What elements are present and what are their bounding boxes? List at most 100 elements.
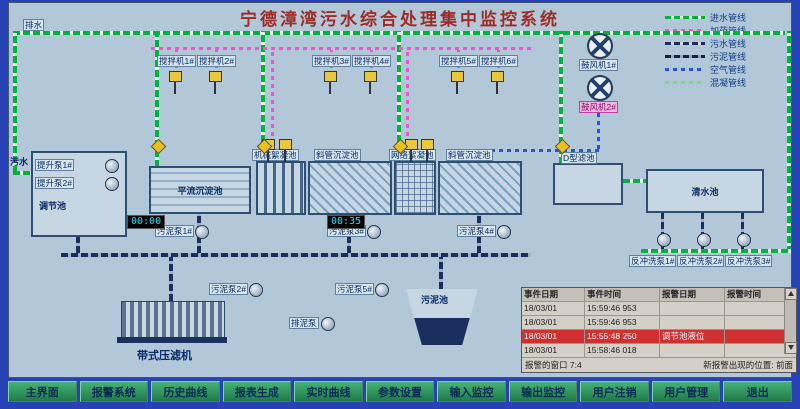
pump-icon[interactable] — [657, 233, 671, 247]
alarm-cell: 15:59:46 953 — [585, 316, 660, 329]
pump-icon[interactable] — [497, 225, 511, 239]
blower-fan-icon[interactable] — [587, 75, 613, 101]
pipe-air-drop — [597, 103, 600, 149]
pump-icon[interactable] — [195, 225, 209, 239]
pump-icon[interactable] — [737, 233, 751, 247]
alarm-row[interactable]: 18/03/01 15:59:46 953 — [522, 316, 796, 330]
belt-press-base — [117, 337, 227, 343]
air-line-icon — [665, 68, 705, 71]
tank-xieguan2 — [438, 161, 522, 215]
mixer-icon[interactable] — [421, 139, 434, 162]
blower-label: 鼓风机2# — [579, 101, 618, 113]
toolbar-button-report[interactable]: 报表生成 — [222, 381, 292, 402]
toolbar-button-user-mgmt[interactable]: 用户管理 — [651, 381, 721, 402]
mixer-label: 搅拌机2# — [197, 55, 236, 67]
alarm-footer: 报警的窗口 7:4 新报警出现的位置: 前面 — [522, 358, 796, 372]
tank-label: 清水池 — [691, 186, 719, 197]
pump-icon[interactable] — [105, 177, 119, 191]
pipe-dosing-drop-long — [271, 50, 274, 136]
pump-icon[interactable] — [105, 159, 119, 173]
inflow-line-icon — [665, 16, 705, 19]
mixer-icon[interactable] — [279, 139, 292, 162]
toolbar-button-logout[interactable]: 用户注销 — [580, 381, 649, 402]
mixer-label: 搅拌机4# — [352, 55, 391, 67]
pipeline-legend: 进水管线 加药管线 污水管线 污泥管线 空气管线 混凝管线 — [665, 11, 775, 89]
alarm-row[interactable]: 18/03/01 15:58:46 018 — [522, 344, 796, 358]
pump-label: 反冲洗泵1# — [629, 255, 677, 267]
alarm-cell: 18/03/01 — [522, 344, 585, 357]
toolbar-button-exit[interactable]: 退出 — [723, 381, 793, 402]
alarm-col-header: 事件日期 — [522, 288, 585, 301]
runtime-timer: 00:00 — [127, 215, 166, 229]
toolbar: 主界面 报警系统 历史曲线 报表生成 实时曲线 参数设置 输入监控 输出监控 用… — [8, 381, 793, 402]
tank-label: 机械絮凝池 — [252, 149, 299, 161]
tank-label: 污泥池 — [421, 295, 449, 305]
pipe-drop-jixie — [261, 31, 265, 162]
legend-label: 空气管线 — [710, 65, 747, 75]
tank-wangge — [394, 161, 436, 215]
pipe-sludge-header — [61, 253, 531, 257]
legend-label: 混凝管线 — [710, 78, 747, 88]
sewage-line-icon — [665, 42, 705, 45]
pipe-drop-wangge — [397, 31, 401, 162]
pipe-clearwater-outlet — [701, 213, 704, 249]
alarm-col-header: 报警日期 — [660, 288, 725, 301]
sludge-line-icon — [665, 55, 705, 58]
alarm-cell: 18/03/01 — [522, 302, 585, 315]
legend-item: 污水管线 — [665, 37, 775, 50]
alarm-scrollbar[interactable] — [784, 288, 797, 354]
pump-icon[interactable] — [375, 283, 389, 297]
pipe-air-header — [451, 149, 600, 152]
valve-icon[interactable] — [150, 138, 167, 155]
blower-fan-icon[interactable] — [587, 33, 613, 59]
pipe-inflow-inlet — [13, 171, 35, 175]
tank-jixie — [256, 161, 306, 215]
pipe-filter-to-clearwater — [623, 179, 649, 183]
page-title: 宁德漳湾污水综合处理集中监控系统 — [240, 10, 560, 29]
dosing-line-icon — [665, 29, 705, 32]
scroll-up-icon[interactable] — [785, 288, 797, 300]
pump-icon[interactable] — [249, 283, 263, 297]
pump-label: 污泥泵2# — [209, 283, 248, 295]
legend-item: 污泥管线 — [665, 50, 775, 63]
process-panel: 宁德漳湾污水综合处理集中监控系统 进水管线 加药管线 污水管线 污泥管线 空气管… — [8, 2, 797, 378]
tank-qingshui: 清水池 — [646, 169, 764, 213]
alarm-col-header: 报警时间 — [727, 289, 762, 299]
mixer-icon[interactable] — [364, 71, 377, 94]
pump-icon[interactable] — [697, 233, 711, 247]
pipe-dosing-drop-long — [406, 50, 409, 136]
mixer-icon[interactable] — [209, 71, 222, 94]
toolbar-button-history-curve[interactable]: 历史曲线 — [151, 381, 220, 402]
mixer-icon[interactable] — [324, 71, 337, 94]
alarm-row-active[interactable]: 18/03/01 15:55:48 250 调节池液位 — [522, 330, 796, 344]
alarm-row[interactable]: 18/03/01 15:59:46 953 — [522, 302, 796, 316]
coagulation-line-icon — [665, 81, 705, 84]
mixer-icon[interactable] — [451, 71, 464, 94]
mixer-icon[interactable] — [491, 71, 504, 94]
pipe-sludge-to-wunichi — [439, 257, 443, 289]
pipe-inflow-left-drop — [13, 31, 17, 173]
toolbar-button-output-monitor[interactable]: 输出监控 — [508, 381, 578, 402]
inflow-label: 污水 — [10, 157, 29, 167]
toolbar-button-parameters[interactable]: 参数设置 — [365, 381, 435, 402]
toolbar-button-realtime-curve[interactable]: 实时曲线 — [294, 381, 363, 402]
tank-xieguan1 — [308, 161, 392, 215]
pipe-sludge-to-press — [169, 257, 173, 301]
toolbar-button-alarm[interactable]: 报警系统 — [79, 381, 149, 402]
mixer-icon[interactable] — [169, 71, 182, 94]
pipe-right-riser — [787, 31, 791, 253]
pump-icon[interactable] — [321, 317, 335, 331]
alarm-cell — [725, 302, 785, 315]
alarm-window-count: 报警的窗口 7:4 — [525, 360, 582, 370]
toolbar-button-main[interactable]: 主界面 — [8, 381, 77, 402]
scroll-down-icon[interactable] — [785, 342, 797, 354]
legend-item: 空气管线 — [665, 63, 775, 76]
alarm-cell — [660, 302, 725, 315]
alarm-position-info: 新报警出现的位置: 前面 — [703, 360, 793, 370]
alarm-cell: 调节池液位 — [660, 330, 725, 343]
toolbar-button-input-monitor[interactable]: 输入监控 — [437, 381, 506, 402]
pump-label: 提升泵1# — [35, 159, 74, 171]
runtime-timer: 08:35 — [327, 215, 366, 229]
pump-icon[interactable] — [367, 225, 381, 239]
belt-press — [121, 301, 225, 339]
